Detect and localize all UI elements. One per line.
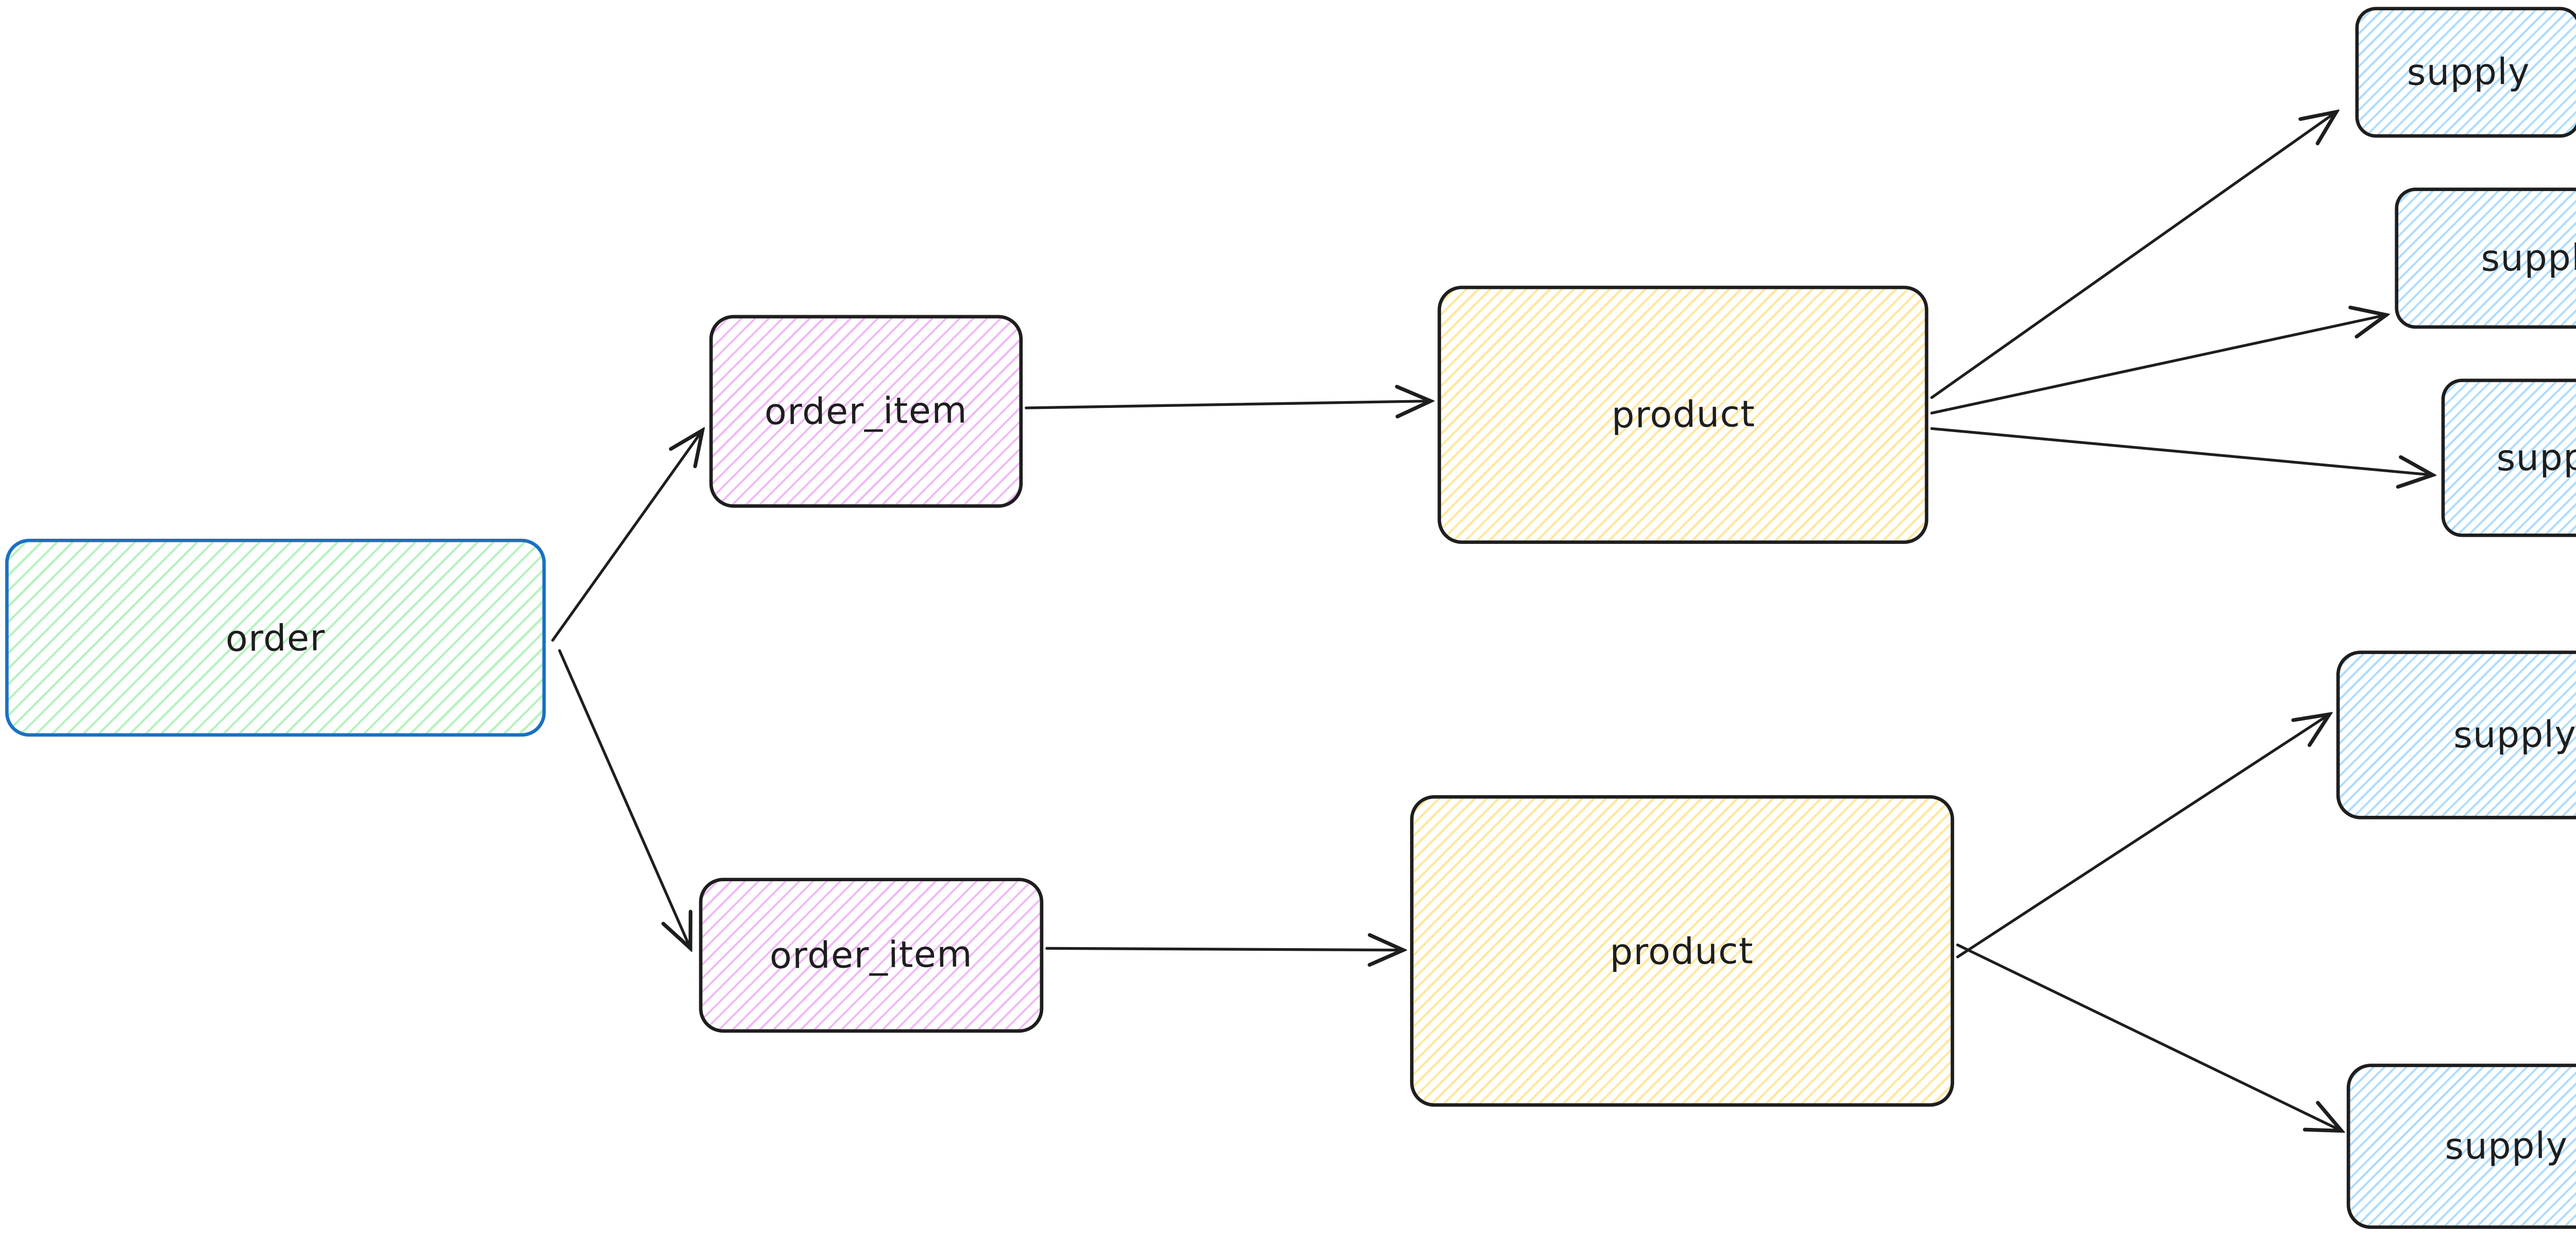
node-supply-5-label: supply	[2444, 1125, 2568, 1168]
arrow-product-1-to-supply-2	[1930, 315, 2386, 415]
node-supply-4-label: supply	[2453, 713, 2576, 757]
node-order-item-2-label: order_item	[769, 933, 973, 977]
node-order-item-1[interactable]: order_item	[709, 315, 1023, 508]
node-product-2[interactable]: product	[1410, 795, 1954, 1107]
arrow-order-item-2-to-product-2	[1045, 948, 1403, 950]
node-order-label: order	[225, 616, 326, 659]
node-product-2-label: product	[1609, 930, 1754, 972]
arrow-order-to-order-item-2	[558, 649, 690, 948]
node-supply-3[interactable]: supply	[2441, 379, 2576, 537]
node-supply-2[interactable]: supply	[2395, 187, 2576, 329]
arrow-product-1-to-supply-3	[1930, 427, 2432, 475]
node-order[interactable]: order	[5, 538, 546, 737]
node-product-1-label: product	[1611, 393, 1755, 436]
node-supply-5[interactable]: supply	[2346, 1064, 2576, 1229]
node-supply-3-label: supply	[2496, 436, 2576, 480]
arrow-product-2-to-supply-4	[1956, 714, 2330, 958]
node-supply-4[interactable]: supply	[2336, 650, 2576, 819]
node-order-item-2[interactable]: order_item	[699, 878, 1044, 1033]
arrow-order-item-1-to-product-1	[1025, 401, 1431, 408]
node-supply-1[interactable]: supply	[2355, 7, 2576, 138]
node-product-1[interactable]: product	[1437, 285, 1928, 544]
arrow-product-1-to-supply-1	[1930, 112, 2336, 399]
arrow-order-to-order-item-1	[551, 430, 703, 642]
node-supply-2-label: supply	[2481, 237, 2576, 280]
arrow-product-2-to-supply-5	[1956, 943, 2342, 1131]
node-supply-1-label: supply	[2406, 51, 2530, 94]
node-order-item-1-label: order_item	[764, 389, 968, 433]
